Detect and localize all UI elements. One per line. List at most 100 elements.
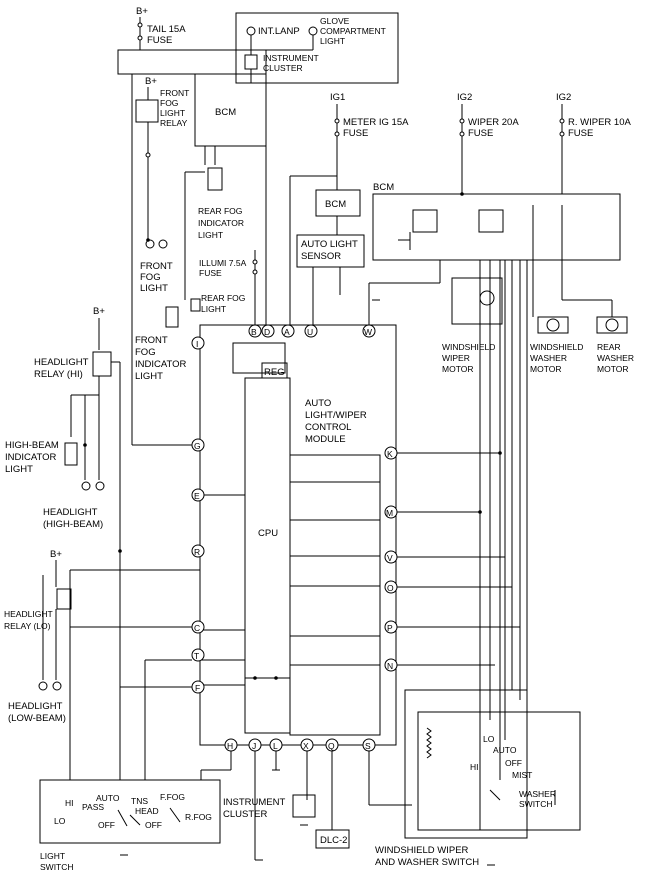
rfi-2: INDICATOR	[198, 218, 244, 228]
hbi-3: LIGHT	[5, 464, 33, 475]
icb-1: INSTRUMENT	[223, 797, 285, 808]
terminal-u	[304, 324, 318, 338]
ws-wiper-motor-box	[451, 277, 503, 325]
terminal-i-label: I	[196, 339, 198, 349]
wiper-fuse-2: FUSE	[468, 128, 493, 139]
ls-pass: PASS	[82, 802, 104, 812]
ws-washer-motor-box	[537, 316, 569, 334]
wsw-off: OFF	[505, 758, 522, 768]
ground-symbols	[120, 259, 495, 866]
washer-switch-2: SWITCH	[519, 799, 553, 809]
cpu-right-block	[289, 454, 381, 736]
ls-head: HEAD	[135, 806, 159, 816]
meter-fuse-1: METER IG 15A	[343, 117, 409, 128]
dlc-2-box	[315, 829, 350, 849]
als-2: SENSOR	[301, 251, 341, 262]
headlight-low-icon-2	[52, 681, 62, 691]
module-4: MODULE	[305, 434, 346, 445]
tail-fuse-label-2: FUSE	[147, 35, 172, 46]
hbi-2: INDICATOR	[5, 452, 57, 463]
terminal-i	[191, 336, 205, 350]
terminal-d	[261, 324, 275, 338]
ffr-3: LIGHT	[160, 108, 185, 118]
module-inner-block	[232, 342, 286, 374]
wwm-2: WIPER	[442, 353, 470, 363]
bcm-mid-box	[315, 189, 361, 217]
ffl-3: LIGHT	[140, 283, 168, 294]
hrl-2: RELAY (LO)	[4, 621, 51, 631]
ffr-4: RELAY	[160, 118, 188, 128]
rwiper-fuse-1: R. WIPER 10A	[568, 117, 631, 128]
terminal-o-label: O	[387, 583, 394, 593]
terminal-u-label: U	[307, 327, 313, 337]
terminal-h-label: H	[227, 741, 233, 751]
ws-switch-label-2: AND WASHER SWITCH	[375, 857, 479, 868]
terminal-s-label: S	[365, 741, 371, 751]
ws-washer-motor-icon	[546, 318, 560, 332]
ws-switch-inner	[417, 711, 581, 831]
ffl-2: FOG	[140, 272, 161, 283]
terminal-r-label: R	[194, 547, 200, 557]
terminal-d-label: D	[264, 327, 270, 337]
ws-switch-label-1: WINDSHIELD WIPER	[375, 845, 469, 856]
ffi-4: LIGHT	[135, 371, 163, 382]
cluster-switch-icon	[244, 54, 258, 70]
bcm-mid-label: BCM	[325, 199, 346, 210]
front-fog-light-icon-2	[158, 239, 168, 249]
cpu-left-rail	[244, 377, 291, 734]
hrh-2: RELAY (HI)	[34, 369, 83, 380]
bplus-hi: B+	[93, 306, 105, 317]
wsm-1: WINDSHIELD	[530, 342, 583, 352]
hrh-1: HEADLIGHT	[34, 357, 89, 368]
rwiper-fuse-2: FUSE	[568, 128, 593, 139]
wsw-hi: HI	[470, 762, 479, 772]
rfl-1: REAR FOG	[201, 293, 245, 303]
ls-ffog: F.FOG	[160, 792, 185, 802]
terminal-l-label: L	[273, 741, 278, 751]
terminal-c-label: C	[194, 623, 200, 633]
auto-light-sensor-box	[296, 234, 365, 268]
bcm-right-box	[372, 193, 621, 261]
terminals-right: K M V O P N	[384, 446, 398, 672]
terminal-m-label: M	[386, 508, 393, 518]
wsw-auto: AUTO	[493, 745, 517, 755]
headlight-relay-lo-box	[56, 588, 72, 610]
ffi-2: FOG	[135, 347, 156, 358]
wsw-resistor-icon	[426, 727, 432, 759]
dlc-2-label: DLC-2	[320, 835, 347, 846]
bcm-left-label: BCM	[215, 107, 236, 118]
wiper-fuse-1: WIPER 20A	[468, 117, 519, 128]
headlight-low-icon-1	[38, 681, 48, 691]
illumi-1: ILLUMI 7.5A	[199, 258, 247, 268]
tail-fuse-label: TAIL 15A	[147, 24, 186, 35]
front-fog-light-icon-1	[145, 239, 155, 249]
wsm-3: MOTOR	[530, 364, 561, 374]
rfl-2: LIGHT	[201, 304, 226, 314]
terminal-e-label: E	[194, 491, 200, 501]
tail-fuse: B+ TAIL 15A FUSE	[136, 6, 186, 50]
ws-wiper-motor-icon	[479, 290, 495, 306]
module-1: AUTO	[305, 398, 331, 409]
junction-dots	[83, 192, 502, 680]
inst-cluster-top-2: CLUSTER	[263, 63, 303, 73]
reg-label: REG	[264, 367, 285, 378]
light-switch-label-2: SWITCH	[40, 862, 74, 872]
rear-fog-indicator-icon	[207, 167, 223, 191]
bcm-right-label: BCM	[373, 182, 394, 193]
rwm-3: MOTOR	[597, 364, 628, 374]
wwm-1: WINDSHIELD	[442, 342, 495, 352]
hl-1: HEADLIGHT	[8, 701, 63, 712]
terminal-c	[191, 620, 205, 634]
terminal-j-label: J	[252, 741, 256, 751]
ls-auto: AUTO	[96, 793, 120, 803]
ffi-1: FRONT	[135, 335, 168, 346]
tail-bus-box	[117, 49, 267, 75]
high-beam-indicator-icon	[64, 442, 78, 466]
light-switch-label-1: LIGHT	[40, 851, 65, 861]
cpu-label: CPU	[258, 528, 278, 539]
bplus-fog: B+	[145, 76, 157, 87]
terminals-left: I G E R C T F	[191, 336, 205, 694]
terminals-top: B D A U W	[248, 324, 376, 338]
